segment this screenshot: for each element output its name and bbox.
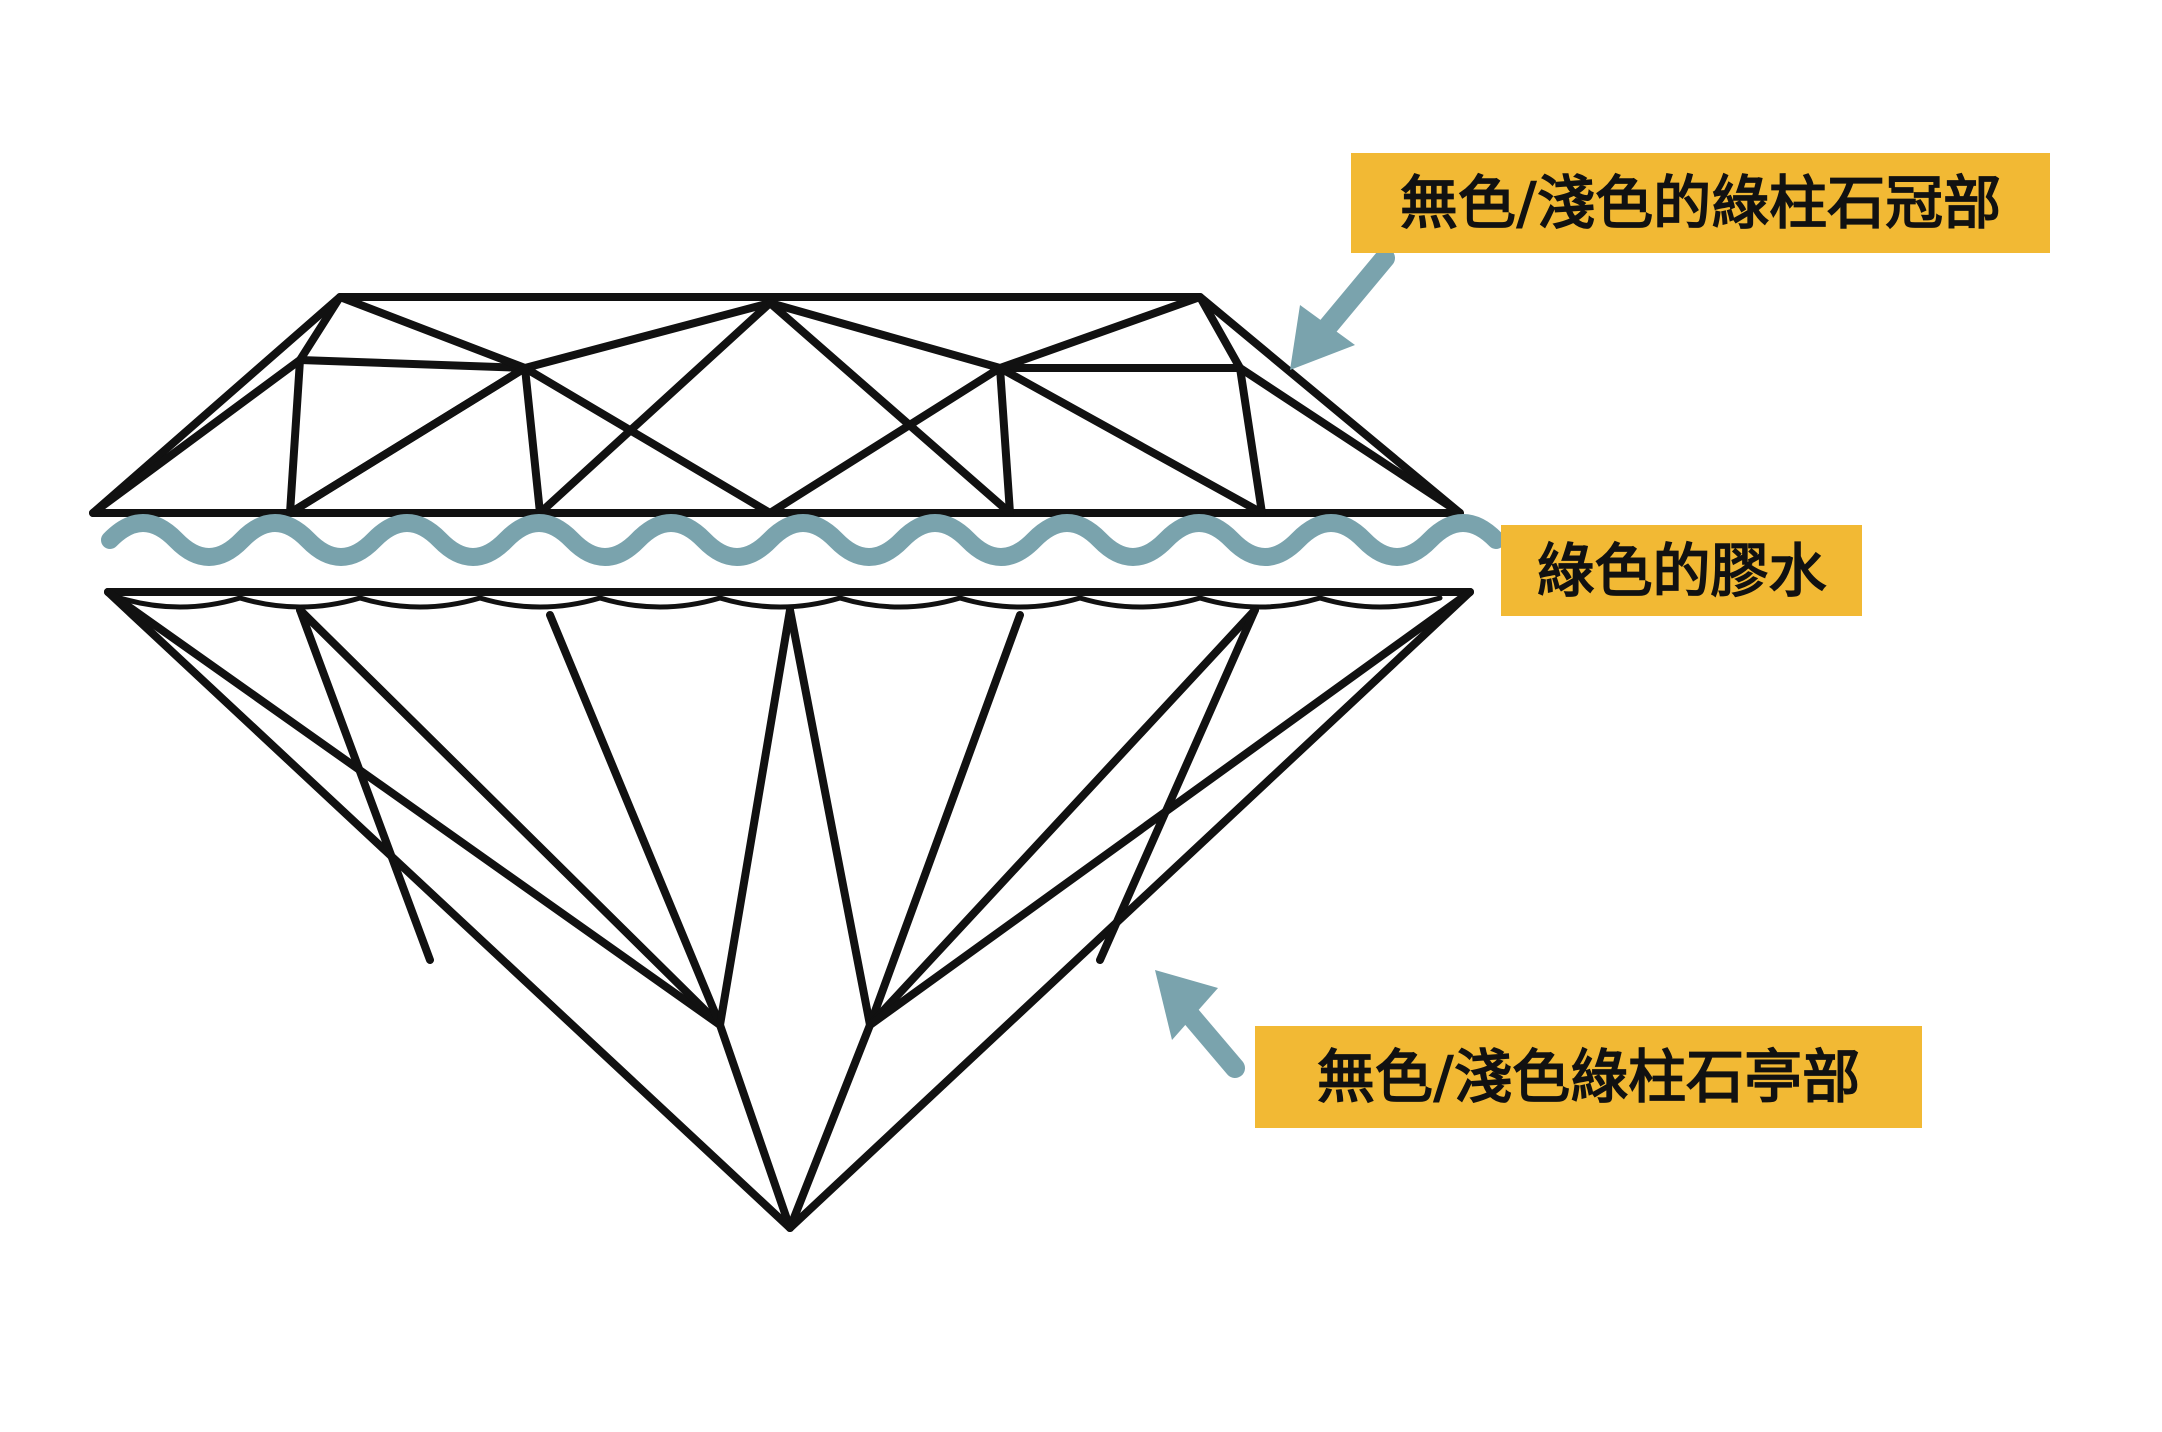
crown-facet-left-lower [521, 364, 544, 517]
pavilion-girdle-scallops [117, 595, 1443, 610]
gem-crown [89, 293, 1464, 517]
crown-facet-center [521, 364, 1004, 517]
pavilion-facet-8 [786, 588, 1474, 1232]
pavilion-facet-6 [866, 611, 1024, 1029]
pavilion-facet-10 [1096, 606, 1259, 964]
glue-layer [101, 514, 1505, 566]
pavilion-facet-3 [546, 611, 724, 1029]
crown-label: 無色/淺色的綠柱石冠部 [1351, 153, 2050, 253]
crown-facet-right-mid [996, 364, 1266, 517]
crown-facet-right-lower [996, 364, 1014, 517]
crown-arrow-icon [1290, 248, 1395, 370]
glue-wave [101, 514, 1505, 566]
callout-arrows [1155, 248, 1395, 1078]
glue-label: 綠色的膠水 [1501, 525, 1862, 616]
gem-pavilion [104, 588, 1474, 1232]
crown-girdle-left [89, 356, 304, 517]
crown-girdle-right [1236, 364, 1464, 517]
pavilion-label: 無色/淺色綠柱石亭部 [1255, 1026, 1922, 1128]
crown-facet-center-left [536, 299, 774, 517]
pavilion-facet-9 [296, 606, 434, 964]
crown-facet-left-mid [286, 364, 529, 517]
pavilion-facet-2 [296, 606, 724, 1029]
pavilion-outline [104, 588, 1474, 1232]
crown-facet-center-right [766, 299, 1014, 517]
pavilion-facet-5 [786, 606, 874, 1029]
crown-facet-right [1196, 293, 1244, 372]
pavilion-arrow-icon [1155, 970, 1245, 1078]
pavilion-facet-7 [866, 606, 1259, 1029]
pavilion-facet-4 [716, 606, 794, 1029]
